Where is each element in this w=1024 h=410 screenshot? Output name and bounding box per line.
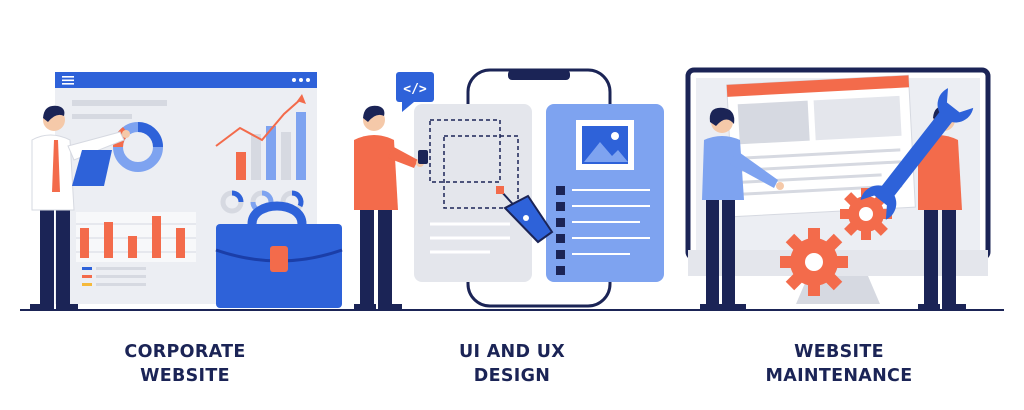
image-icon	[582, 126, 628, 164]
screen-browser-titlebar	[726, 75, 910, 97]
content-bar	[72, 114, 132, 119]
caption-corporate-website: CORPORATE WEBSITE	[65, 340, 305, 388]
selection-box	[429, 119, 501, 183]
selection-box	[443, 135, 519, 209]
pen-tool-icon	[496, 186, 554, 244]
browser-titlebar	[55, 72, 317, 88]
caption-line: UI AND UX	[458, 342, 566, 362]
caption-line: MAINTENANCE	[765, 366, 913, 386]
wrench-icon	[860, 88, 974, 220]
ui-ux-design-illustration: </>	[354, 68, 664, 309]
caption-website-maintenance: WEBSITE MAINTENANCE	[719, 340, 959, 388]
code-badge-text: </>	[403, 82, 427, 97]
man-with-phone-figure	[354, 105, 428, 309]
gear-icon	[780, 228, 848, 296]
caption-line: WEBSITE	[794, 342, 884, 362]
checklist	[556, 186, 650, 275]
wireframe-card	[414, 104, 532, 282]
woman-figure	[700, 107, 784, 309]
data-table	[76, 212, 196, 286]
man-presenting-figure	[30, 105, 130, 309]
caption-line: WEBSITE	[140, 366, 230, 386]
caption-ui-ux-design: UI AND UX DESIGN	[392, 340, 632, 388]
caption-line: DESIGN	[473, 366, 551, 386]
briefcase-icon	[215, 201, 343, 308]
gear-icon	[840, 188, 892, 240]
content-bar	[72, 100, 167, 106]
phone-notch	[508, 70, 570, 80]
window-dots-icon	[292, 78, 310, 82]
menu-icon	[62, 76, 74, 85]
corporate-website-illustration	[30, 72, 343, 309]
caption-line: CORPORATE	[124, 342, 246, 362]
trend-bar-chart	[215, 94, 306, 180]
website-maintenance-illustration	[685, 67, 991, 309]
code-icon: </>	[396, 72, 434, 112]
